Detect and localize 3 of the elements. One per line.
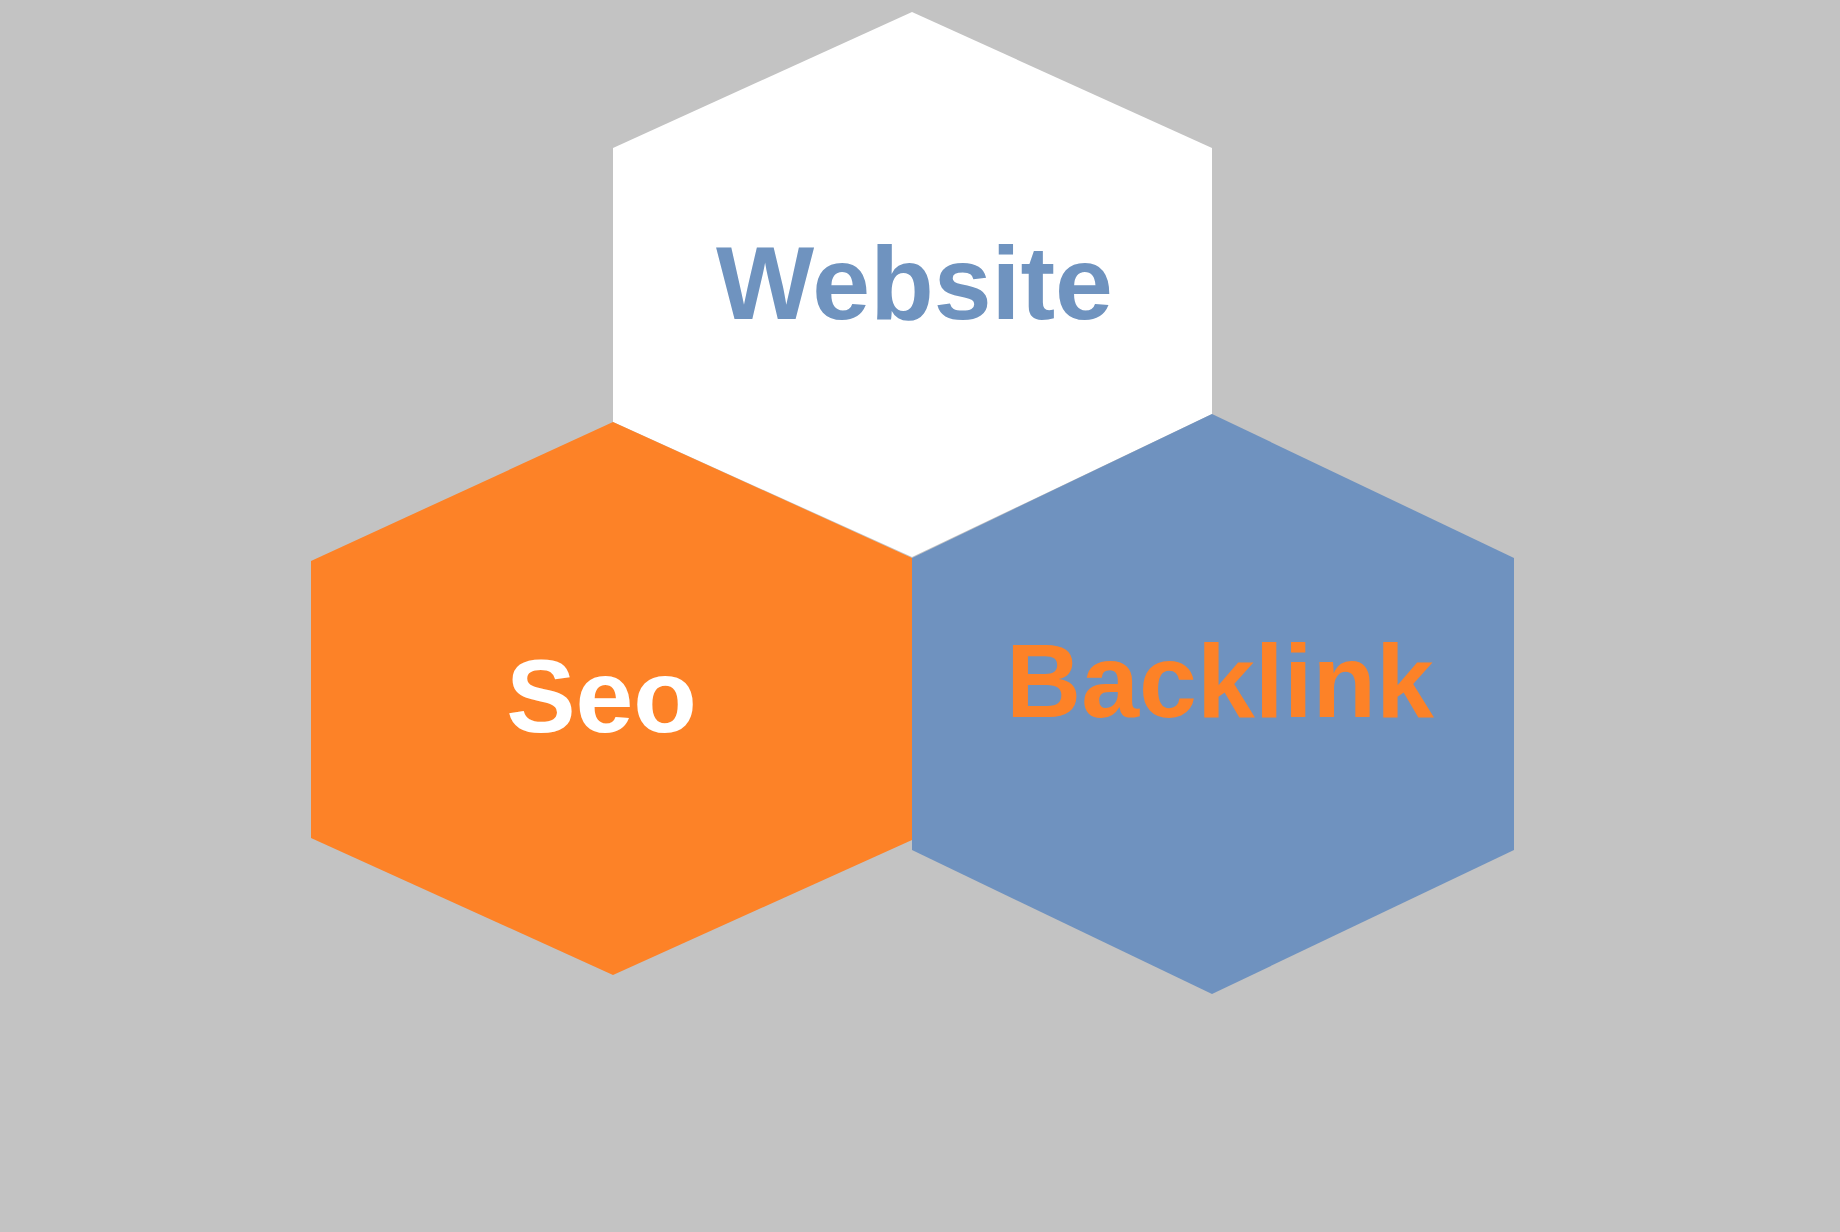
- hexagon-label: Backlink: [1006, 629, 1434, 733]
- hexagon-label: Seo: [506, 643, 697, 748]
- hexagon-label: Website: [716, 230, 1113, 335]
